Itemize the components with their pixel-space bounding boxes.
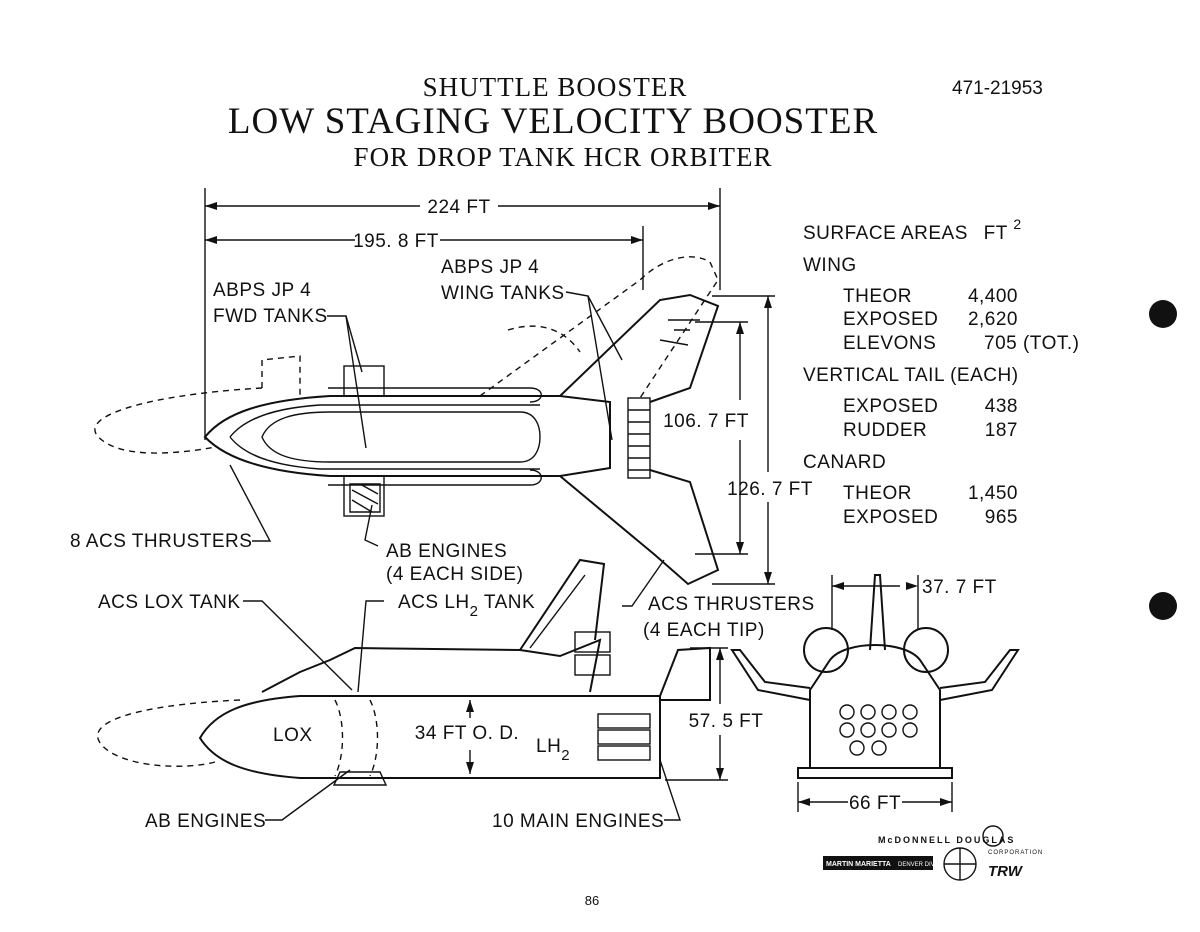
title-line-3: FOR DROP TANK HCR ORBITER — [354, 142, 773, 172]
dim-canard-span: 106. 7 FT — [663, 411, 749, 432]
acs-lh2-tank-label: ACS LH2 TANK — [398, 592, 535, 620]
dim-height: 57. 5 FT — [689, 711, 764, 732]
svg-text:4,400: 4,400 — [968, 286, 1018, 307]
svg-text:(4 EACH SIDE): (4 EACH SIDE) — [386, 564, 523, 585]
top-view: 224 FT 195. 8 FT — [94, 188, 813, 586]
dim-body-diameter: 34 FT O. D. — [415, 723, 519, 744]
acs-thrusters-8-label: 8 ACS THRUSTERS — [70, 531, 252, 552]
wing-tanks-callout: ABPS JP 4 WING TANKS — [441, 257, 565, 304]
svg-text:ABPS JP 4: ABPS JP 4 — [441, 257, 539, 278]
surface-areas-table: SURFACE AREAS FT 2 WING THEOR 4,400 EXPO… — [803, 216, 1079, 528]
acs-lox-tank-label: ACS LOX TANK — [98, 592, 241, 613]
title-line-2: LOW STAGING VELOCITY BOOSTER — [228, 101, 878, 142]
svg-text:MARTIN MARIETTA: MARTIN MARIETTA — [826, 861, 891, 868]
mcdonnell-douglas-emblem — [982, 825, 1004, 847]
acs-thrusters-tip-callout: ACS THRUSTERS (4 EACH TIP) — [643, 594, 815, 641]
svg-text:2,620: 2,620 — [968, 309, 1018, 330]
svg-text:WING TANKS: WING TANKS — [441, 283, 565, 304]
trw-logo: TRW — [988, 863, 1024, 880]
svg-text:187: 187 — [985, 420, 1018, 441]
svg-text:THEOR: THEOR — [843, 286, 912, 307]
surface-areas-heading: SURFACE AREAS FT 2 — [803, 216, 1022, 244]
group-vertical-tail: VERTICAL TAIL (EACH) — [803, 365, 1019, 386]
svg-text:(4 EACH TIP): (4 EACH TIP) — [643, 620, 765, 641]
punch-hole-top — [1149, 300, 1177, 328]
svg-text:965: 965 — [985, 507, 1018, 528]
svg-text:ELEVONS: ELEVONS — [843, 333, 936, 354]
svg-text:1,450: 1,450 — [968, 483, 1018, 504]
svg-text:RUDDER: RUDDER — [843, 420, 927, 441]
dim-rear-width: 66 FT — [849, 793, 901, 814]
svg-text:AB ENGINES: AB ENGINES — [386, 541, 507, 562]
dim-wing-span: 126. 7 FT — [727, 479, 813, 500]
title-line-1: SHUTTLE BOOSTER — [423, 72, 688, 102]
svg-text:705 (TOT.): 705 (TOT.) — [984, 333, 1079, 354]
svg-text:EXPOSED: EXPOSED — [843, 396, 938, 417]
page-number: 86 — [585, 893, 599, 908]
svg-text:FWD TANKS: FWD TANKS — [213, 306, 328, 327]
ab-engines-side-callout: AB ENGINES (4 EACH SIDE) — [386, 541, 523, 585]
fwd-tanks-callout: ABPS JP 4 FWD TANKS — [213, 280, 328, 327]
rear-view: 37. 7 FT 66 FT — [730, 574, 1020, 814]
svg-text:DENVER DIVISION: DENVER DIVISION — [898, 862, 951, 868]
dim-overall-length: 224 FT — [427, 197, 490, 218]
svg-text:438: 438 — [985, 396, 1018, 417]
svg-text:EXPOSED: EXPOSED — [843, 507, 938, 528]
group-wing: WING — [803, 255, 857, 276]
lox-label: LOX — [273, 725, 313, 746]
lh2-label: LH2 — [536, 736, 570, 764]
document-number: 471-21953 — [952, 78, 1043, 99]
punch-hole-bottom — [1149, 592, 1177, 620]
ab-engines-label: AB ENGINES — [145, 811, 266, 832]
svg-text:CORPORATION: CORPORATION — [988, 850, 1043, 856]
side-view: 34 FT O. D. 57. 5 FT — [96, 558, 764, 821]
dim-inner-length: 195. 8 FT — [353, 231, 439, 252]
main-engines-label: 10 MAIN ENGINES — [492, 811, 664, 832]
svg-text:EXPOSED: EXPOSED — [843, 309, 938, 330]
svg-text:ABPS JP 4: ABPS JP 4 — [213, 280, 311, 301]
group-canard: CANARD — [803, 452, 886, 473]
mcdonnell-douglas-logo: McDONNELL DOUGLAS — [878, 835, 1015, 845]
acs-thruster-cluster — [627, 397, 651, 479]
svg-text:THEOR: THEOR — [843, 483, 912, 504]
contractor-logos: McDONNELL DOUGLAS MARTIN MARIETTA DENVER… — [823, 825, 1043, 881]
dim-tail-span: 37. 7 FT — [922, 577, 997, 598]
martin-marietta-logo — [823, 856, 933, 870]
svg-text:ACS THRUSTERS: ACS THRUSTERS — [648, 594, 815, 615]
